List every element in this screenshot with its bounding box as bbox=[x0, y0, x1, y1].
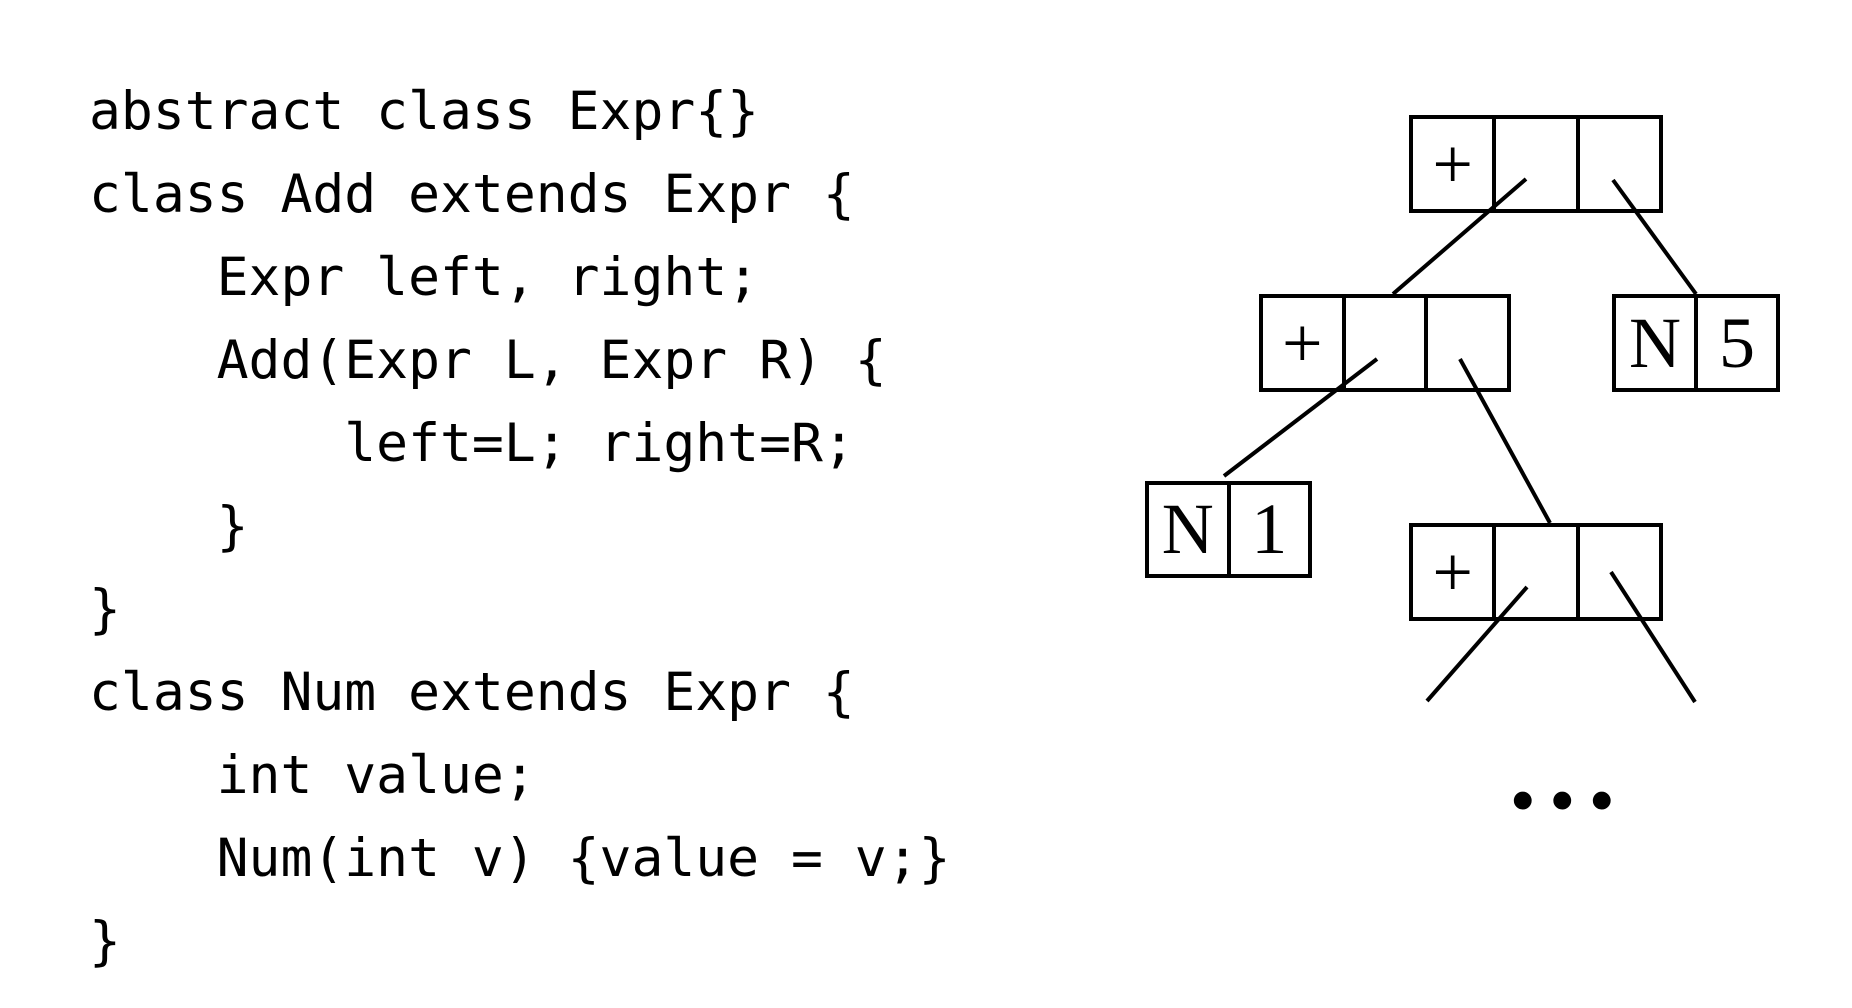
right-pointer-cell bbox=[1575, 527, 1659, 617]
code-line-2: class Add extends Expr { bbox=[89, 164, 855, 225]
right-pointer-cell bbox=[1575, 119, 1659, 209]
code-line-3: Expr left, right; bbox=[89, 247, 760, 308]
tag-cell: N bbox=[1161, 489, 1214, 569]
left-pointer-cell bbox=[1492, 527, 1575, 617]
add-node-left: + bbox=[1259, 294, 1511, 392]
value-cell: 5 bbox=[1694, 298, 1776, 388]
code-line-4: Add(Expr L, Expr R) { bbox=[89, 330, 887, 391]
left-pointer-cell bbox=[1492, 119, 1575, 209]
op-cell: + bbox=[1432, 123, 1473, 204]
ellipsis: ... bbox=[1509, 710, 1628, 832]
right-pointer-cell bbox=[1424, 298, 1507, 388]
num-node-1: N 1 bbox=[1145, 481, 1312, 578]
code-line-5: left=L; right=R; bbox=[89, 413, 855, 474]
code-line-7: } bbox=[89, 579, 121, 640]
code-block: abstract class Expr{} class Add extends … bbox=[89, 70, 951, 983]
code-line-8: class Num extends Expr { bbox=[89, 662, 855, 723]
value-cell: 1 bbox=[1226, 485, 1309, 574]
code-line-6: } bbox=[89, 496, 249, 557]
op-cell: + bbox=[1282, 302, 1323, 383]
op-cell: + bbox=[1432, 531, 1473, 612]
code-line-1: abstract class Expr{} bbox=[89, 81, 760, 142]
add-node-root: + bbox=[1409, 115, 1663, 213]
add-node-inner: + bbox=[1409, 523, 1663, 621]
num-node-5: N 5 bbox=[1612, 294, 1780, 392]
tag-cell: N bbox=[1629, 302, 1681, 383]
code-line-11: } bbox=[89, 911, 121, 972]
code-line-9: int value; bbox=[89, 745, 536, 806]
left-pointer-cell bbox=[1341, 298, 1425, 388]
code-line-10: Num(int v) {value = v;} bbox=[89, 828, 951, 889]
